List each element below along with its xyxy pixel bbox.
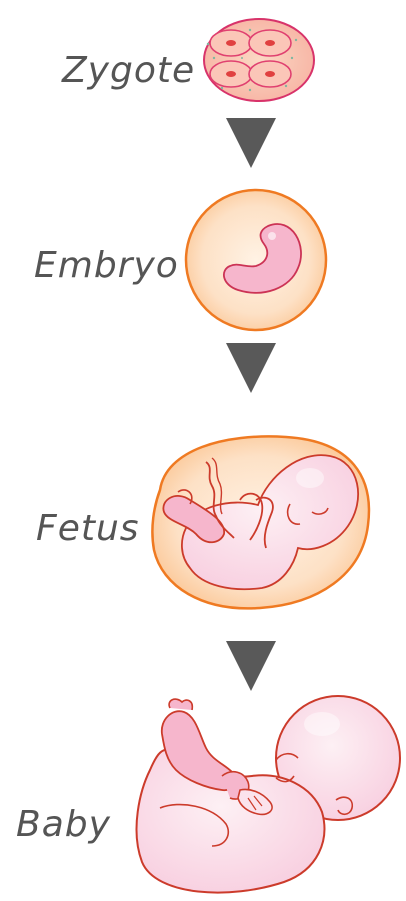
zygote-illustration: [204, 19, 314, 101]
stage-label-fetus: Fetus: [36, 508, 140, 549]
embryo-illustration: [186, 190, 326, 330]
baby-illustration: [137, 696, 400, 893]
fetus-illustration: [152, 436, 369, 608]
stage-label-embryo: Embryo: [34, 245, 179, 286]
stage-label-zygote: Zygote: [61, 50, 195, 91]
down-arrow-icon: [226, 118, 276, 168]
stage-label-baby: Baby: [16, 804, 111, 845]
down-arrow-icon: [226, 641, 276, 691]
down-arrow-icon: [226, 343, 276, 393]
